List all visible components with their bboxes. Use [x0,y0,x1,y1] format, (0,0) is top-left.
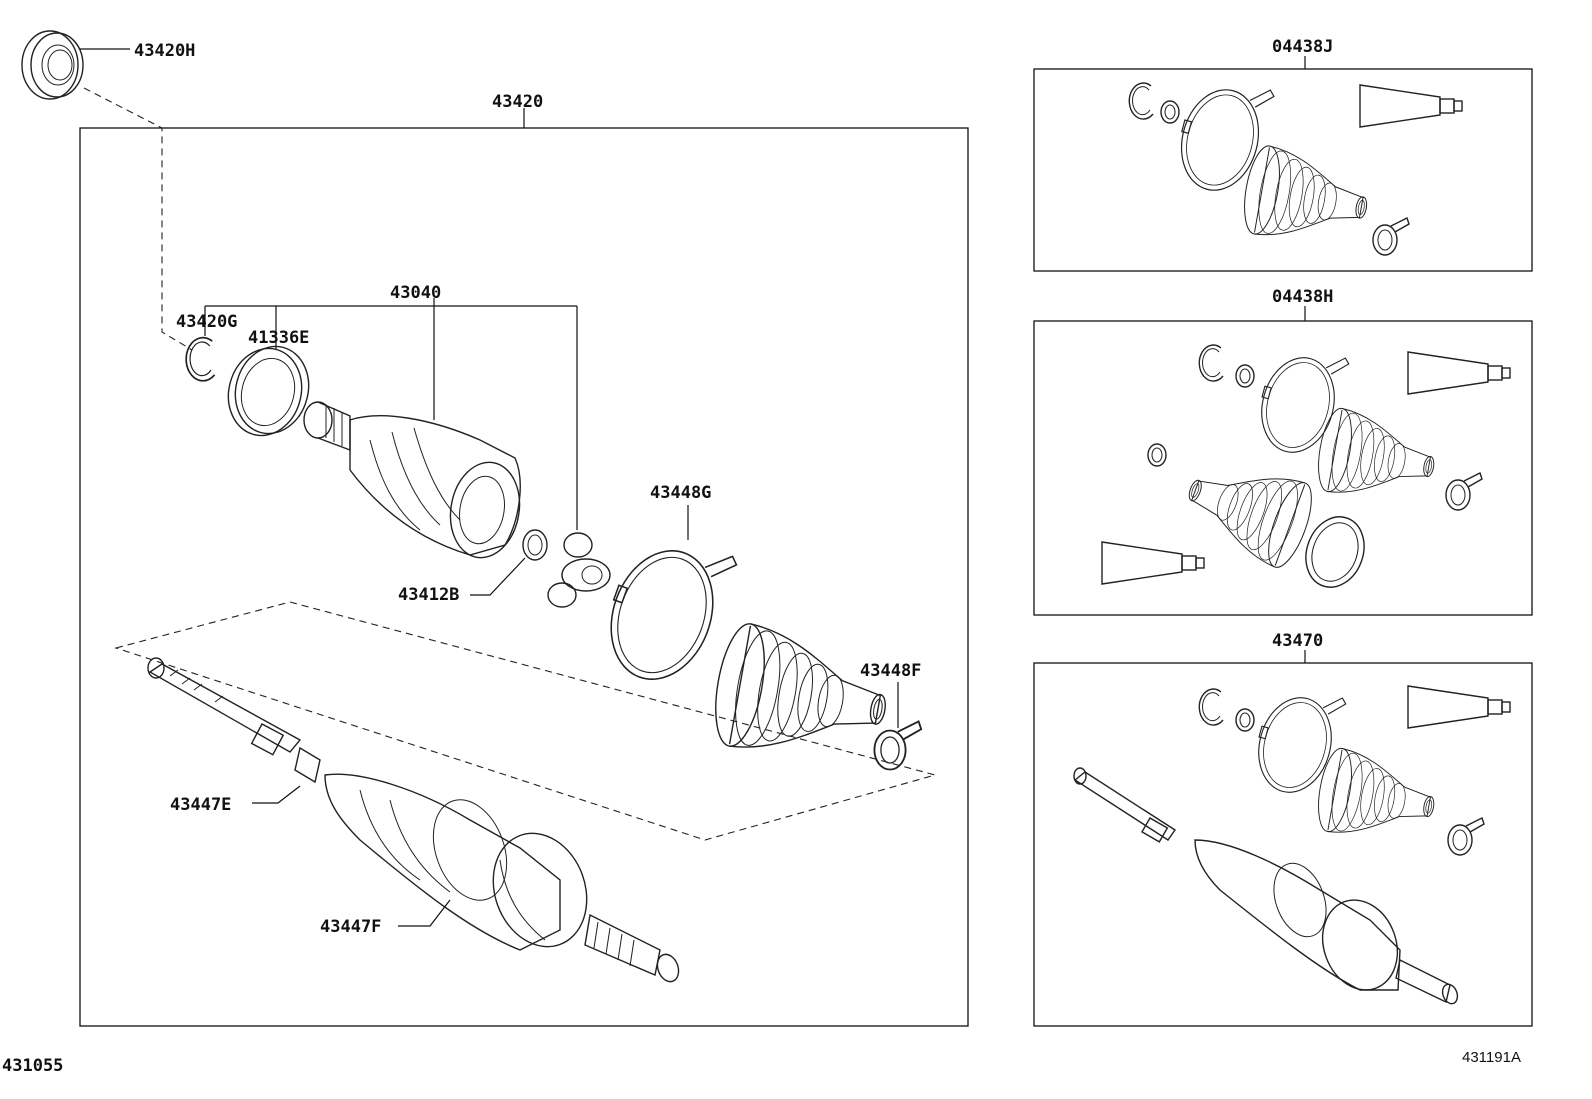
label-43448G: 43448G [650,483,711,503]
oil-seal-43420H [21,30,193,351]
label-41336E: 41336E [248,328,309,348]
shaft-43470-panel [1033,650,1533,1027]
joint-kit-leaders [204,298,578,530]
label-43412B: 43412B [398,585,459,605]
drive-shaft [147,657,680,983]
inboard-boot [706,619,897,773]
boot-clamp-43448F [873,682,923,771]
snap-ring-43420G [185,336,216,382]
label-43447F: 43447F [320,917,381,937]
footer-right-code: 431191A [1462,1049,1521,1066]
label-43420: 43420 [492,92,543,112]
subassembly-dashed-outline [114,601,938,841]
kit-04438H-panel [1033,306,1533,616]
cv-joint-housing [303,401,521,559]
label-43470: 43470 [1272,631,1323,651]
label-43448F: 43448F [860,661,921,681]
boot-band-43448G [591,505,740,696]
circlip-43412B [470,529,548,596]
boot-outer-leader [398,899,451,927]
tripod-joint [547,532,611,608]
label-43420H: 43420H [134,41,195,61]
main-assembly-frame [79,108,969,1027]
label-43447E: 43447E [170,795,231,815]
bearing-41336E [227,345,310,437]
label-04438J: 04438J [1272,37,1333,57]
label-43420G: 43420G [176,312,237,332]
kit-04438J-panel [1033,56,1533,272]
footer-left-code: 431055 [2,1056,63,1076]
label-04438H: 04438H [1272,287,1333,307]
label-43040: 43040 [390,283,441,303]
boot-inner-leader [252,785,301,804]
